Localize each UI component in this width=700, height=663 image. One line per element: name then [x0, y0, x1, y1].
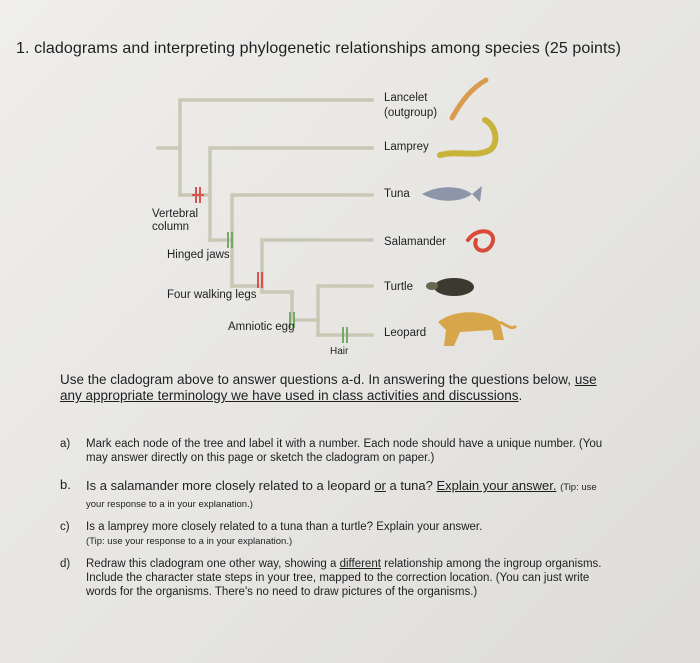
branch-salamander — [260, 238, 374, 294]
branch-amniote-node — [290, 290, 320, 322]
lamprey-icon — [437, 117, 499, 158]
leopard-icon — [438, 312, 518, 346]
taxon-label-lancelet: Lancelet — [384, 92, 428, 104]
instructions: Use the cladogram above to answer questi… — [60, 372, 597, 403]
branch-lancelet — [178, 98, 374, 197]
trait-label-vertebral-column: Vertebral column — [152, 208, 199, 233]
branch-turtle — [316, 284, 374, 337]
turtle-icon — [426, 278, 474, 296]
taxon-label-leopard: Leopard — [384, 327, 427, 339]
tuna-icon — [422, 186, 482, 202]
trait-label-amniotic-egg: Amniotic egg — [228, 321, 295, 333]
trait-label-hinged-jaws: Hinged jaws — [167, 249, 230, 261]
branch-lamprey — [208, 146, 374, 242]
taxon-note-outgroup: (outgroup) — [384, 107, 438, 119]
question-d: d)Redraw this cladogram one other way, s… — [60, 558, 602, 598]
trait-label-four-walking-legs: Four walking legs — [167, 289, 257, 301]
taxon-label-lamprey: Lamprey — [384, 141, 429, 153]
question-b: b.Is a salamander more closely related t… — [60, 477, 597, 511]
taxon-label-turtle: Turtle — [384, 281, 413, 293]
question-a: a)Mark each node of the tree and label i… — [60, 438, 603, 464]
page-title: 1. cladograms and interpreting phylogene… — [16, 40, 622, 57]
terminology-underline: use any appropriate terminology we have … — [60, 372, 597, 403]
question-c: c)Is a lamprey more closely related to a… — [60, 521, 483, 547]
salamander-icon — [466, 229, 496, 253]
trait-label-hair: Hair — [330, 346, 349, 357]
lancelet-icon — [449, 77, 489, 121]
taxon-label-tuna: Tuna — [384, 188, 410, 200]
taxon-label-salamander: Salamander — [384, 236, 447, 248]
